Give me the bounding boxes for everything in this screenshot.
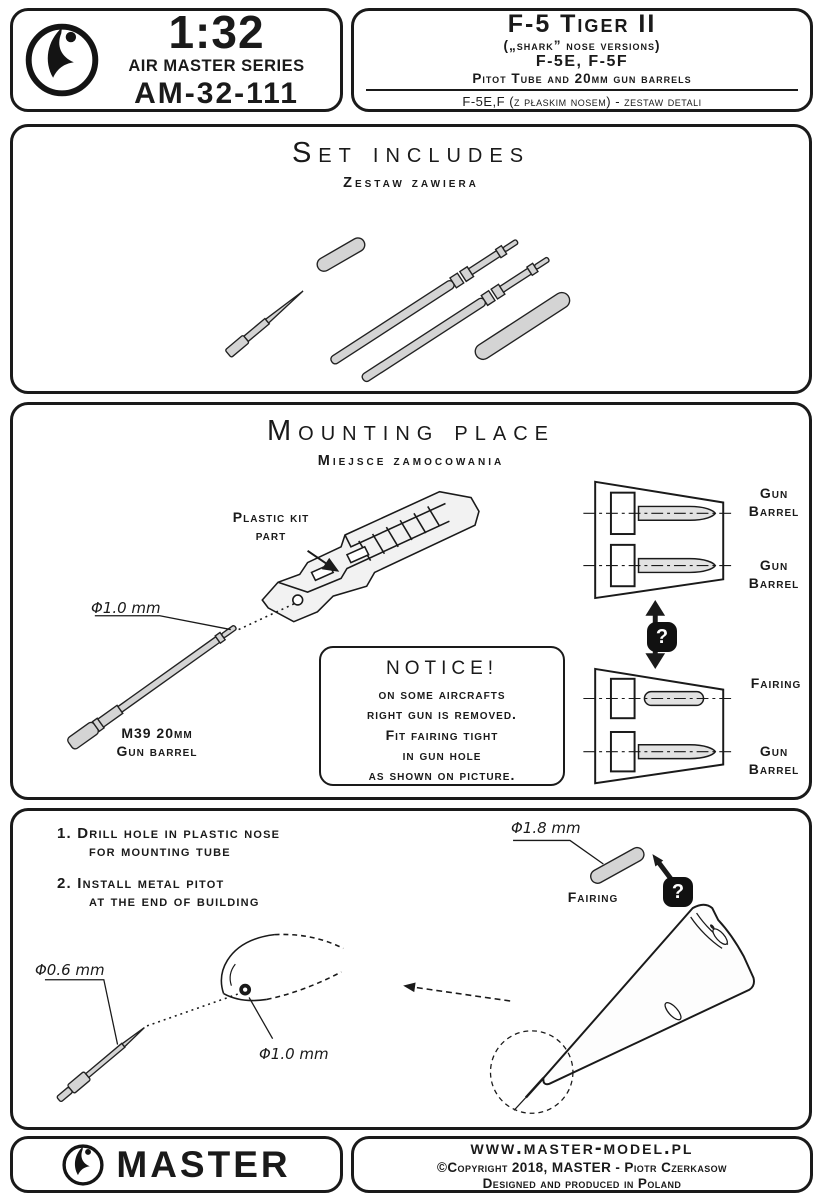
fairing-tube-drawing: [590, 846, 645, 884]
kit-versions: („shark” nose versions): [503, 37, 661, 53]
gun-barrel-part-1: [330, 239, 519, 365]
metal-pitot-drawing: [56, 1027, 145, 1103]
dia-1-0-label: Φ1.0 mm: [91, 599, 161, 617]
gun-barrel-part-2: [361, 256, 550, 383]
produced-label: Designed and produced in Poland: [482, 1176, 682, 1192]
footer-brand-name: MASTER: [116, 1143, 291, 1185]
parts-drawing: [225, 237, 571, 383]
kit-models: F-5E, F-5F: [535, 52, 629, 70]
nose-section-fairing: [583, 667, 732, 785]
mounting-title: Mounting place: [266, 415, 556, 447]
series-label: AIR MASTER SERIES: [128, 57, 305, 75]
step-2-line-1: 2. Install metal pitot: [57, 875, 225, 892]
footer-brand-box: MASTER: [10, 1136, 343, 1193]
notice-box: NOTICE! on some aircrafts right gun is r…: [319, 646, 565, 786]
set-includes-section: Set includes Zestaw zawiera: [10, 124, 812, 394]
pitot-section: 1. Drill hole in plastic nose for mounti…: [10, 808, 812, 1130]
set-includes-subtitle: Zestaw zawiera: [343, 175, 479, 191]
footer-info-box: www.master-model.pl ©Copyright 2018, MAS…: [351, 1136, 813, 1193]
dia-0-6-label: Φ0.6 mm: [35, 961, 105, 979]
magnifier-circle: [489, 1030, 574, 1114]
fairing-tube-label: Fairing: [567, 889, 619, 905]
kit-contents: Pitot Tube and 20mm gun barrels: [472, 70, 692, 86]
pitot-dotted-line: [146, 992, 240, 1027]
question-badge: ?: [647, 622, 677, 652]
product-code: AM-32-111: [134, 77, 299, 110]
set-includes-title: Set includes: [291, 137, 531, 169]
notice-line: as shown on picture.: [368, 767, 516, 784]
gun-barrel-label-top: Gun Barrel: [748, 485, 800, 519]
master-logo-footer-svg: [62, 1143, 104, 1186]
hole-pointer-arrow: [403, 982, 514, 1003]
notice-line: Fit fairing tight: [385, 726, 499, 743]
plastic-kit-part-label: Plastic kit part: [232, 509, 310, 543]
hole-detail-drawing: [220, 933, 344, 1002]
notice-line: on some aircrafts: [378, 686, 506, 702]
step-2-line-2: at the end of building: [89, 893, 260, 910]
website-label: www.master-model.pl: [470, 1136, 694, 1159]
dia-1-0-hole-leader: [248, 997, 274, 1039]
mounting-place-section: Mounting place Miejsce zamocowania: [10, 402, 812, 800]
question-badge-2: ?: [663, 877, 693, 907]
plastic-kit-part-drawing: [261, 490, 480, 623]
gun-barrel-label-mid: Gun Barrel: [748, 557, 800, 591]
kit-title: F-5 Tiger II: [507, 10, 657, 39]
nose-section-guns: [583, 480, 732, 600]
dia-1-8-label: Φ1.8 mm: [511, 819, 581, 837]
gun-barrel-label-bottom: Gun Barrel: [748, 743, 800, 777]
scale-label: 1:32: [168, 6, 265, 58]
copyright-label: ©Copyright 2018, MASTER - Piotr Czerkaso…: [437, 1160, 727, 1176]
mounting-drawing: [67, 480, 732, 785]
mounting-subtitle: Miejsce zamocowania: [317, 453, 505, 469]
sleeve-tube-part: [474, 291, 571, 361]
dia-1-0-leader: [94, 615, 231, 631]
m39-barrel-label: M39 20mm Gun barrel: [116, 725, 198, 759]
title-box: F-5 Tiger II („shark” nose versions) F-5…: [351, 8, 813, 112]
notice-line: in gun hole: [402, 746, 482, 763]
pitot-tube-part: [225, 290, 304, 358]
dia-1-0-hole-label: Φ1.0 mm: [259, 1045, 329, 1063]
kit-polish-subtitle: F-5E,F (z płaskim nosem) - zestaw detali: [462, 93, 702, 109]
fairing-part: [316, 237, 366, 272]
step-1-line-1: 1. Drill hole in plastic nose: [57, 825, 281, 842]
step-1-line-2: for mounting tube: [89, 843, 231, 860]
title-divider: [366, 88, 798, 91]
master-logo-icon-footer: [62, 1143, 104, 1186]
brand-box: 1:32 AIR MASTER SERIES AM-32-111: [10, 8, 343, 112]
brand-text: 1:32 AIR MASTER SERIES AM-32-111: [99, 9, 340, 111]
fairing-label: Fairing: [750, 675, 802, 691]
notice-title: NOTICE!: [385, 658, 499, 679]
dia-1-8-leader: [513, 839, 604, 865]
master-logo-icon-svg: [25, 23, 99, 97]
master-logo-icon: [25, 23, 99, 97]
nose-cone-drawing: [513, 903, 755, 1111]
plastic-kit-arrow: [307, 549, 340, 572]
insertion-dotted-line: [238, 602, 297, 631]
notice-line: right gun is removed.: [367, 706, 517, 723]
dia-0-6-leader: [44, 979, 119, 1045]
m39-barrel-drawing: [67, 625, 237, 750]
